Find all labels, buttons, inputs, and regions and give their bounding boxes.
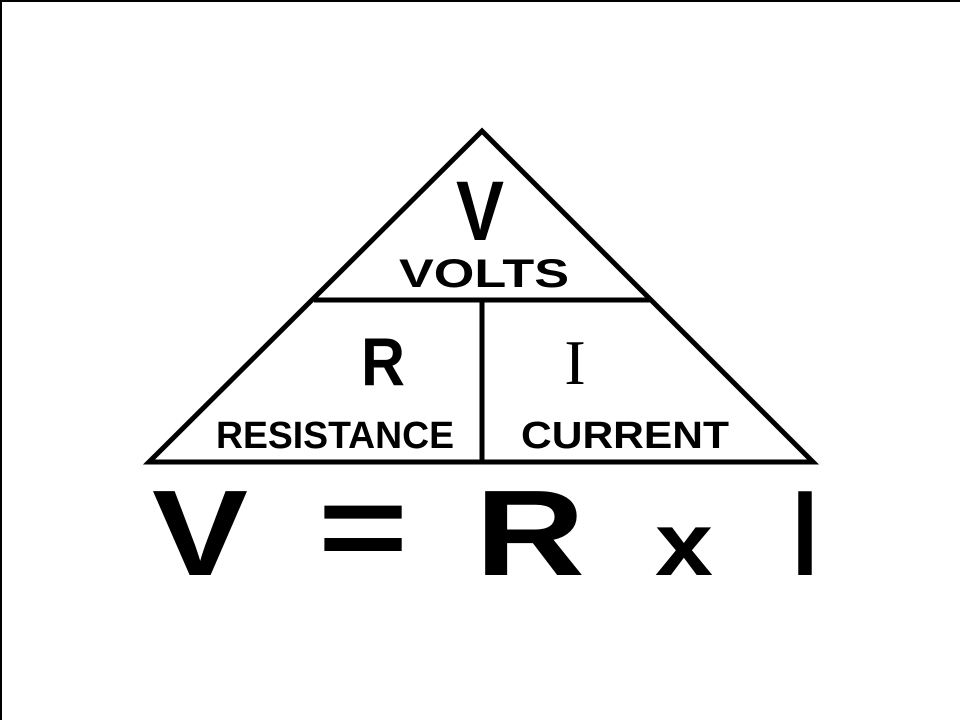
formula-term2: I [792,465,818,601]
left-border [0,0,2,720]
formula-times: x [655,495,713,595]
volts-label: VOLTS [399,252,569,296]
formula-term1: R [475,465,585,601]
formula-lhs: V [152,465,248,601]
resistance-label: RESISTANCE [216,415,454,457]
resistance-symbol: R [361,324,405,400]
top-border [0,0,960,2]
current-label: CURRENT [521,415,729,457]
formula-equals: = [318,460,408,594]
current-symbol: I [564,327,585,398]
volts-symbol: V [456,164,504,258]
